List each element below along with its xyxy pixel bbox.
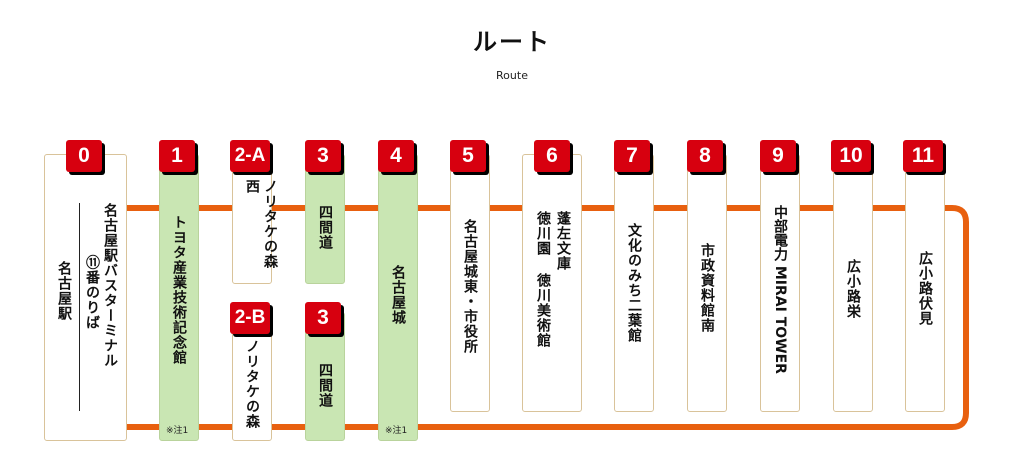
page-title: ルート [473, 28, 551, 56]
stop-card-7[interactable]: 文化のみち二葉館 [614, 154, 654, 412]
stop-badge-7: 7 [614, 140, 650, 172]
stop-badge-11: 11 [903, 140, 943, 172]
stop-card-9[interactable]: 中部電力 MIRAI TOWER [760, 154, 800, 412]
stop-note-4: ※注1 [385, 426, 408, 436]
stop-badge-2a: 2-A [230, 140, 270, 172]
stop-card-11[interactable]: 広小路伏見 [905, 154, 945, 412]
stop-card-1[interactable]: トヨタ産業技術記念館 ※注1 [159, 154, 199, 441]
stop-card-10[interactable]: 広小路栄 [833, 154, 873, 412]
stop-badge-10: 10 [831, 140, 871, 172]
stop-name-11: 広小路伏見 [917, 251, 933, 326]
stop-badge-6: 6 [534, 140, 570, 172]
stop-0-divider [79, 203, 80, 411]
stop-name-3b: 四間道 [317, 363, 333, 408]
stop-card-6[interactable]: 蓬左文庫 徳川園 徳川美術館 [522, 154, 582, 412]
stop-badge-3a: 3 [305, 140, 341, 172]
stop-name-8: 市政資料館南 [699, 243, 715, 333]
stop-card-5[interactable]: 名古屋城東・市役所 [450, 154, 490, 412]
stop-badge-9: 9 [760, 140, 796, 172]
stop-card-2a[interactable]: ノリタケの森西 [232, 154, 278, 284]
stop-0-terminal-name: 名古屋駅バスターミナル [102, 203, 118, 368]
stop-badge-3b: 3 [305, 302, 341, 334]
stop-name-2b: ノリタケの森 [244, 339, 260, 429]
stop-name-1: トヨタ産業技術記念館 [171, 215, 187, 365]
stop-name-2a: ノリタケの森西 [244, 179, 278, 269]
stop-name-5: 名古屋城東・市役所 [462, 219, 478, 354]
stop-name-10: 広小路栄 [845, 259, 861, 319]
stop-note-1: ※注1 [166, 426, 189, 436]
stop-0-platform: ⑪番のりば [84, 255, 100, 330]
stop-badge-1: 1 [159, 140, 195, 172]
stop-name-9: 中部電力 MIRAI TOWER [772, 205, 788, 374]
route-path [102, 205, 969, 430]
stop-name-6-line1: 蓬左文庫 [555, 211, 571, 271]
page-subtitle: Route [496, 69, 528, 82]
stop-badge-2b: 2-B [230, 302, 270, 334]
stop-badge-0: 0 [66, 140, 102, 172]
stop-card-8[interactable]: 市政資料館南 [687, 154, 727, 412]
stop-badge-8: 8 [687, 140, 723, 172]
stop-name-7: 文化のみち二葉館 [626, 223, 642, 343]
stop-name-6-line2: 徳川園 徳川美術館 [535, 211, 551, 348]
stop-card-3a[interactable]: 四間道 [305, 154, 345, 284]
stop-card-0[interactable]: 名古屋駅 名古屋駅バスターミナル ⑪番のりば [44, 154, 127, 441]
stop-card-4[interactable]: 名古屋城 ※注1 [378, 154, 418, 441]
stop-name-3a: 四間道 [317, 205, 333, 250]
stop-name-4: 名古屋城 [390, 265, 406, 325]
stop-badge-4: 4 [378, 140, 414, 172]
stop-badge-5: 5 [450, 140, 486, 172]
stop-name-0: 名古屋駅 [56, 261, 72, 321]
